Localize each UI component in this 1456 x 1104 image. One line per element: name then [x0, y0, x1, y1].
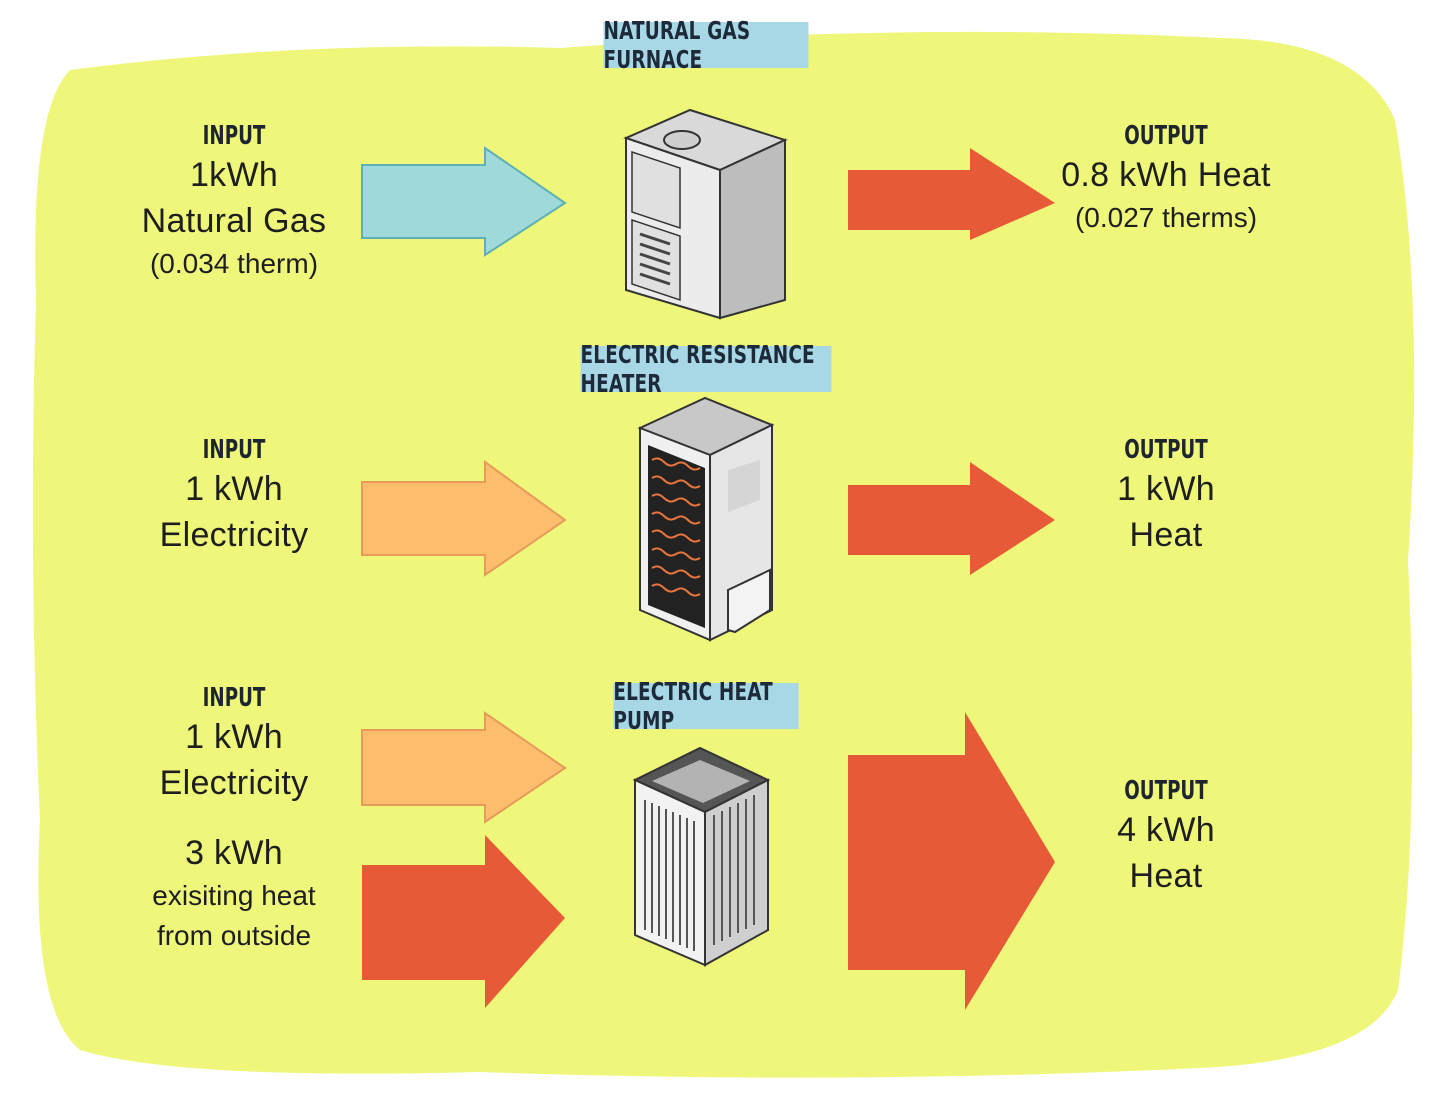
furnace-output-arrow — [848, 148, 1055, 240]
output-value: 0.8 kWh Heat — [1061, 156, 1271, 194]
input-note: (0.034 therm) — [149, 248, 319, 279]
output-heading: OUTPUT — [1124, 776, 1208, 806]
heat-pump-icon — [632, 746, 771, 967]
natural-gas-furnace-label: NATURAL GAS FURNACE — [603, 16, 809, 74]
input-source: Electricity — [159, 516, 309, 554]
output-note: (0.027 therms) — [1074, 202, 1258, 233]
gas-input-arrow — [361, 146, 567, 257]
resistance-input-arrow — [361, 460, 567, 577]
extra-note-line2: from outside — [156, 920, 312, 951]
input-value: 1kWh — [189, 156, 279, 194]
heatpump-output-arrow — [848, 712, 1055, 1010]
output-source: Heat — [1129, 516, 1203, 554]
electric-heat-pump-label: ELECTRIC HEAT PUMP — [613, 677, 799, 735]
heatpump-electric-arrow — [361, 711, 567, 824]
resistance-heater-icon — [637, 396, 775, 642]
output-source: Heat — [1129, 857, 1203, 895]
output-heading: OUTPUT — [1124, 121, 1208, 151]
resistance-input: INPUT 1 kWh Electricity — [84, 434, 384, 558]
input-source: Electricity — [159, 764, 309, 802]
input-value: 1 kWh — [185, 718, 283, 756]
furnace-input: INPUT 1kWh Natural Gas (0.034 therm) — [84, 120, 384, 284]
input-heading: INPUT — [202, 683, 266, 713]
heatpump-outside-heat: 3 kWh exisiting heat from outside — [84, 830, 384, 956]
output-value: 1 kWh — [1117, 470, 1215, 508]
input-value: 1 kWh — [185, 470, 283, 508]
resistance-output: OUTPUT 1 kWh Heat — [1016, 434, 1316, 558]
output-heading: OUTPUT — [1124, 435, 1208, 465]
furnace-icon — [623, 108, 788, 320]
resistance-output-arrow — [848, 462, 1055, 575]
furnace-output: OUTPUT 0.8 kWh Heat (0.027 therms) — [1016, 120, 1316, 238]
heatpump-output: OUTPUT 4 kWh Heat — [1016, 775, 1316, 899]
extra-value: 3 kWh — [185, 834, 283, 872]
heatpump-input: INPUT 1 kWh Electricity — [84, 682, 384, 806]
extra-note-line1: exisiting heat — [152, 880, 316, 911]
heatpump-outside-heat-arrow — [362, 835, 565, 1008]
input-source: Natural Gas — [141, 202, 327, 240]
output-value: 4 kWh — [1117, 811, 1215, 849]
input-heading: INPUT — [202, 121, 266, 151]
electric-resistance-heater-label: ELECTRIC RESISTANCE HEATER — [580, 340, 832, 398]
input-heading: INPUT — [202, 435, 266, 465]
